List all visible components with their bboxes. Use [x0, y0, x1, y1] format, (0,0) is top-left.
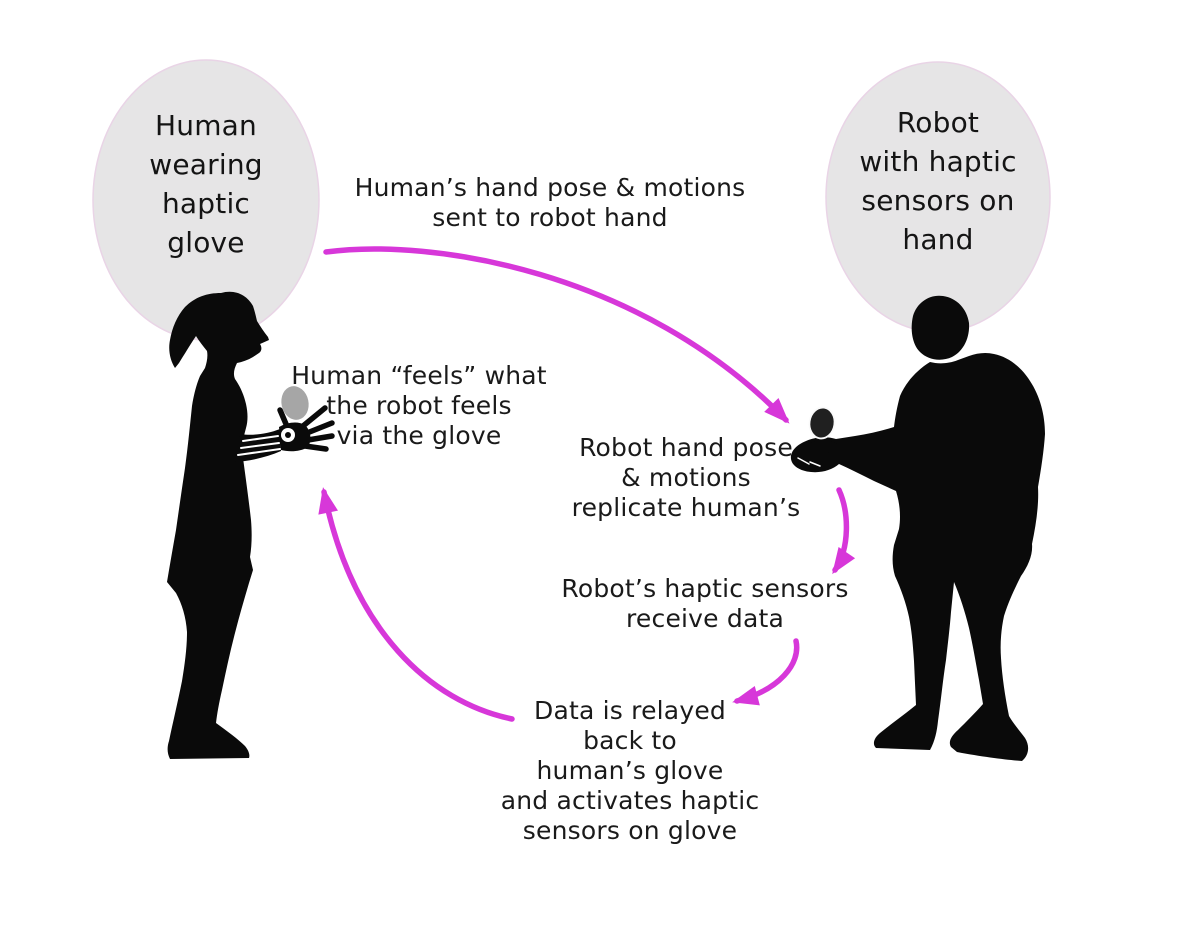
glove-finger	[304, 420, 335, 436]
egg-in-robot-hand	[808, 406, 836, 440]
arrow-sensors-to-relay	[732, 638, 800, 706]
glove-stripe	[242, 435, 279, 442]
robot-fingers-over-egg	[806, 440, 840, 456]
haptic-glove	[235, 405, 335, 462]
label-human-feels: Human “feels” what the robot feels via t…	[291, 361, 547, 450]
arrow-human-to-robot-hand	[323, 246, 790, 424]
human-silhouette	[167, 291, 269, 759]
robot-hand-notch	[809, 461, 821, 467]
label-robot-replicates: Robot hand pose & motions replicate huma…	[571, 433, 801, 522]
label-data-relayed: Data is relayed back to human’s glove an…	[500, 696, 760, 845]
glove-stripe	[240, 442, 280, 449]
glove-finger	[305, 433, 335, 443]
arrow-relay-back-to-human	[318, 487, 515, 722]
robot-body	[790, 352, 1045, 761]
glove-wrist-joint-center	[285, 432, 291, 438]
label-hand-pose-sent: Human’s hand pose & motions sent to robo…	[354, 173, 746, 232]
robot-bubble-label: Robot with haptic sensors on hand	[859, 106, 1017, 256]
arrow-robot-hand-to-sensors	[832, 487, 856, 575]
glove-thumb	[277, 407, 289, 427]
robot-hand-notch	[797, 457, 810, 465]
label-sensors-receive: Robot’s haptic sensors receive data	[561, 574, 849, 633]
glove-finger	[300, 405, 328, 429]
robot-head	[911, 295, 970, 360]
glove-stripe	[237, 448, 281, 456]
human-bubble-label: Human wearing haptic glove	[149, 109, 263, 259]
human-body	[167, 291, 269, 759]
glove-finger	[302, 443, 329, 452]
robot-silhouette	[790, 295, 1045, 761]
egg-in-human-glove	[281, 386, 309, 420]
